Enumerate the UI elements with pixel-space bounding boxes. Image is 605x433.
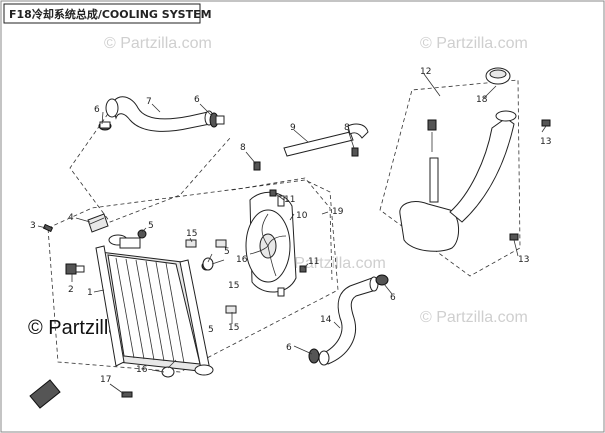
callout-14: 14 [320, 315, 332, 325]
radiator-group-boundary [47, 179, 339, 373]
rubber-mount-15-b [215, 239, 227, 248]
callout-18: 18 [476, 95, 488, 105]
cooling-fan [245, 191, 297, 297]
callout-3: 3 [30, 221, 36, 231]
reservoir-cap [485, 67, 511, 85]
fan-bolt-upper [269, 189, 277, 197]
callout-16-fan: 16 [236, 255, 248, 265]
callout-16-lower: 16 [136, 365, 148, 375]
diagram-title: F18冷却系统总成/COOLING SYSTEM [9, 7, 212, 21]
callout-15-c: 15 [228, 323, 239, 333]
callout-10: 10 [296, 211, 308, 221]
bleed-screw [42, 223, 54, 233]
radiator [95, 234, 214, 376]
upper-hose [105, 96, 214, 132]
temperature-sensor [65, 263, 85, 275]
callout-15-a: 15 [186, 229, 197, 239]
hose-clamp-lower-right [375, 274, 389, 286]
reservoir-sight-tube [427, 119, 439, 203]
watermark-right-lower: © Partzilla.com [420, 309, 528, 326]
coolant-reservoir [399, 110, 517, 252]
callout-6-upper-left: 6 [94, 105, 100, 115]
reservoir-bolt-upper [541, 119, 551, 127]
overflow-hose [283, 123, 369, 157]
callout-5-low: 5 [208, 325, 214, 335]
callout-1: 1 [87, 288, 93, 298]
rubber-mount-15-a [185, 239, 197, 248]
rubber-mount-15-c [225, 305, 237, 314]
clip-8-right [351, 147, 359, 157]
watermark-top: © Partzilla.com [104, 35, 212, 52]
callout-6-upper-right: 6 [194, 95, 200, 105]
callout-5-top: 5 [148, 221, 154, 231]
callout-17: 17 [100, 375, 111, 385]
callout-15-b: 15 [228, 281, 239, 291]
reservoir-bolt-lower [509, 233, 519, 241]
callout-12: 12 [420, 67, 431, 77]
bolt-5-top [137, 229, 147, 239]
callout-2: 2 [68, 285, 74, 295]
watermark-right: © Partzilla.com [420, 35, 528, 52]
bolt-17 [121, 391, 133, 398]
radiator-cap-bracket [87, 213, 109, 233]
fan-bolt-lower [299, 265, 307, 273]
callout-13-lower: 13 [518, 255, 529, 265]
hose-clamp-upper-right [209, 112, 225, 128]
callout-9: 9 [290, 123, 296, 133]
fan-group-boundary [231, 177, 333, 281]
callout-5-mid: 5 [224, 247, 230, 257]
hose-clamp-upper-left [98, 121, 112, 131]
hose-group-boundary [69, 107, 231, 223]
callout-19: 19 [332, 207, 344, 217]
callout-8-right: 8 [344, 123, 350, 133]
front-direction-arrow [29, 379, 61, 409]
callout-6-lower-right: 6 [390, 293, 396, 303]
callout-11-lower: 11 [308, 257, 319, 267]
grommet-16-fan [202, 257, 214, 271]
clip-8-left [253, 161, 261, 171]
callout-6-lower-left: 6 [286, 343, 292, 353]
hose-clamp-lower-left [308, 348, 320, 364]
title-box: F18冷却系统总成/COOLING SYSTEM [3, 3, 212, 24]
callout-11-upper: 11 [284, 195, 295, 205]
callout-13-upper: 13 [540, 137, 551, 147]
callout-4: 4 [68, 213, 74, 223]
callout-8-left: 8 [240, 143, 246, 153]
callout-7: 7 [146, 97, 152, 107]
